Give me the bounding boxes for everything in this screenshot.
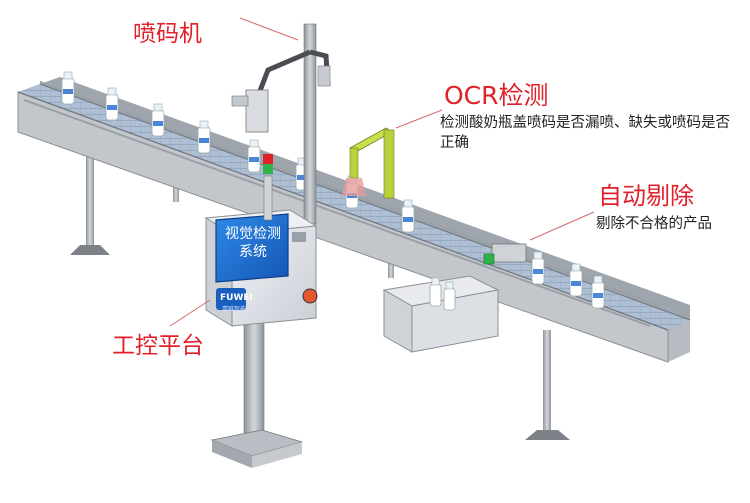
label-auto-reject: 自动剔除 <box>598 182 694 210</box>
ocr-camera <box>342 109 443 199</box>
label-ocr-description: 检测酸奶瓶盖喷码是否漏喷、缺失或喷码是否正确 <box>440 115 730 151</box>
label-control-platform: 工控平台 <box>112 333 204 359</box>
inkjet-printer <box>231 17 331 225</box>
console-brand-logo: FUWEI <box>220 293 253 303</box>
label-ocr-detection: OCR检测 <box>444 81 549 110</box>
console-screen-text: 视觉检测系统 <box>225 226 281 260</box>
control-console <box>169 154 318 468</box>
reject-bin <box>382 275 500 353</box>
label-inkjet-printer: 喷码机 <box>133 21 202 47</box>
console-brand-subtitle: 富唯智能 <box>222 306 247 313</box>
reject-device <box>483 211 595 265</box>
label-reject-description: 剔除不合格的产品 <box>596 216 712 232</box>
